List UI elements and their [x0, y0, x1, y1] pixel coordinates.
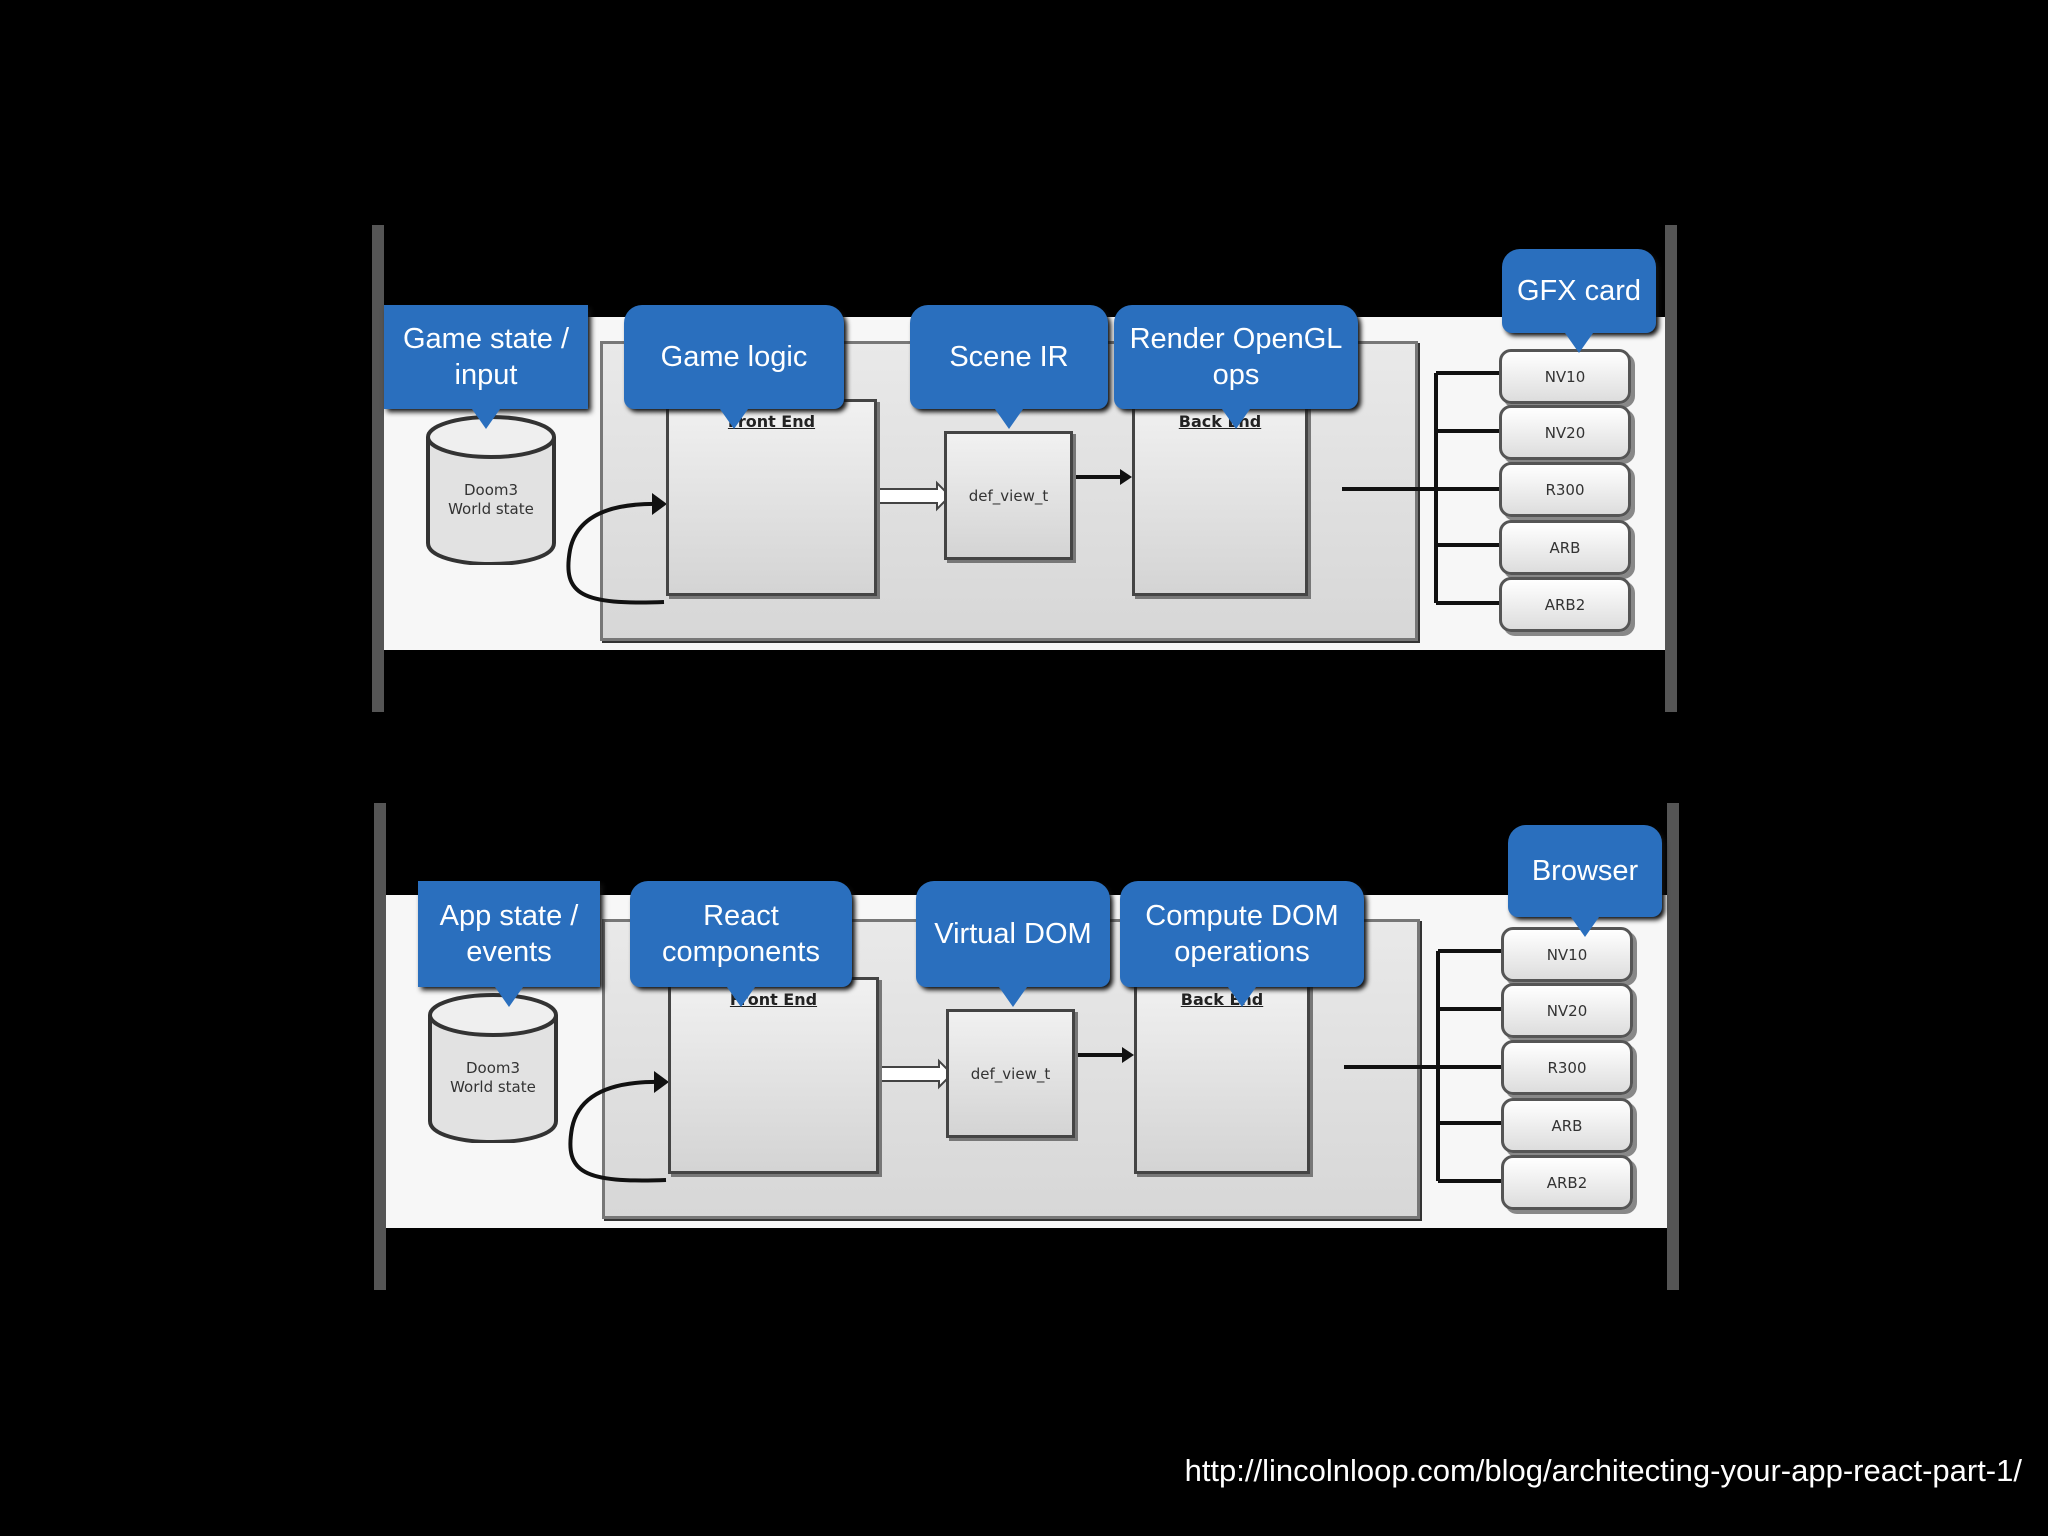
front-end-label: Front End [727, 412, 816, 431]
output-arb: ARB [1499, 520, 1631, 575]
diagram-panel-top: Doom3 World state Front End def_view_t B… [372, 225, 1677, 712]
intermediate-box: def_view_t [944, 431, 1073, 560]
callout-target: GFX card [1502, 249, 1656, 353]
database-label-line-1: Doom3 [464, 481, 518, 499]
output-arb: ARB [1501, 1098, 1633, 1153]
callout-logic: React components [630, 881, 852, 1007]
output-arb2: ARB2 [1499, 577, 1631, 632]
callout-ir: Virtual DOM [916, 881, 1110, 1007]
output-nv20: NV20 [1499, 405, 1631, 460]
callout-ops: Compute DOM operations [1120, 881, 1364, 1007]
back-end-label: Back End [1180, 990, 1264, 1009]
callout-target: Browser [1508, 825, 1662, 937]
back-end-label: Back End [1178, 412, 1262, 431]
front-end-box: Front End [668, 977, 879, 1174]
loop-arrow-head [652, 493, 667, 515]
panel-border-right [1667, 803, 1679, 1290]
loop-arrow-head [654, 1071, 669, 1093]
callout-state: App state / events [418, 881, 600, 1007]
database-label-line-2: World state [450, 1078, 536, 1096]
diagram-panel-bottom: Doom3 World state Front End def_view_t B… [374, 803, 1679, 1290]
output-r300: R300 [1501, 1040, 1633, 1095]
intermediate-box: def_view_t [946, 1009, 1075, 1138]
callout-state: Game state / input [384, 305, 588, 429]
back-end-box: Back End [1132, 399, 1308, 596]
back-end-arrow-head [1122, 1047, 1134, 1063]
callout-ops: Render OpenGL ops [1114, 305, 1358, 429]
source-url: http://lincolnloop.com/blog/architecting… [1184, 1453, 2022, 1488]
output-nv10: NV10 [1501, 927, 1633, 982]
back-end-arrow-head [1120, 469, 1132, 485]
output-arb2: ARB2 [1501, 1155, 1633, 1210]
database-label-line-1: Doom3 [466, 1059, 520, 1077]
database-cylinder: Doom3 World state [426, 415, 556, 565]
back-end-box: Back End [1134, 977, 1310, 1174]
front-end-box: Front End [666, 399, 877, 596]
panel-border-right [1665, 225, 1677, 712]
intermediate-label: def_view_t [970, 1064, 1051, 1083]
database-label-line-2: World state [448, 500, 534, 518]
output-nv10: NV10 [1499, 349, 1631, 404]
output-r300: R300 [1499, 462, 1631, 517]
panel-border-left [372, 225, 384, 712]
front-end-label: Front End [729, 990, 818, 1009]
callout-logic: Game logic [624, 305, 844, 429]
output-nv20: NV20 [1501, 983, 1633, 1038]
intermediate-label: def_view_t [968, 486, 1049, 505]
panel-border-left [374, 803, 386, 1290]
callout-ir: Scene IR [910, 305, 1108, 429]
database-cylinder: Doom3 World state [428, 993, 558, 1143]
